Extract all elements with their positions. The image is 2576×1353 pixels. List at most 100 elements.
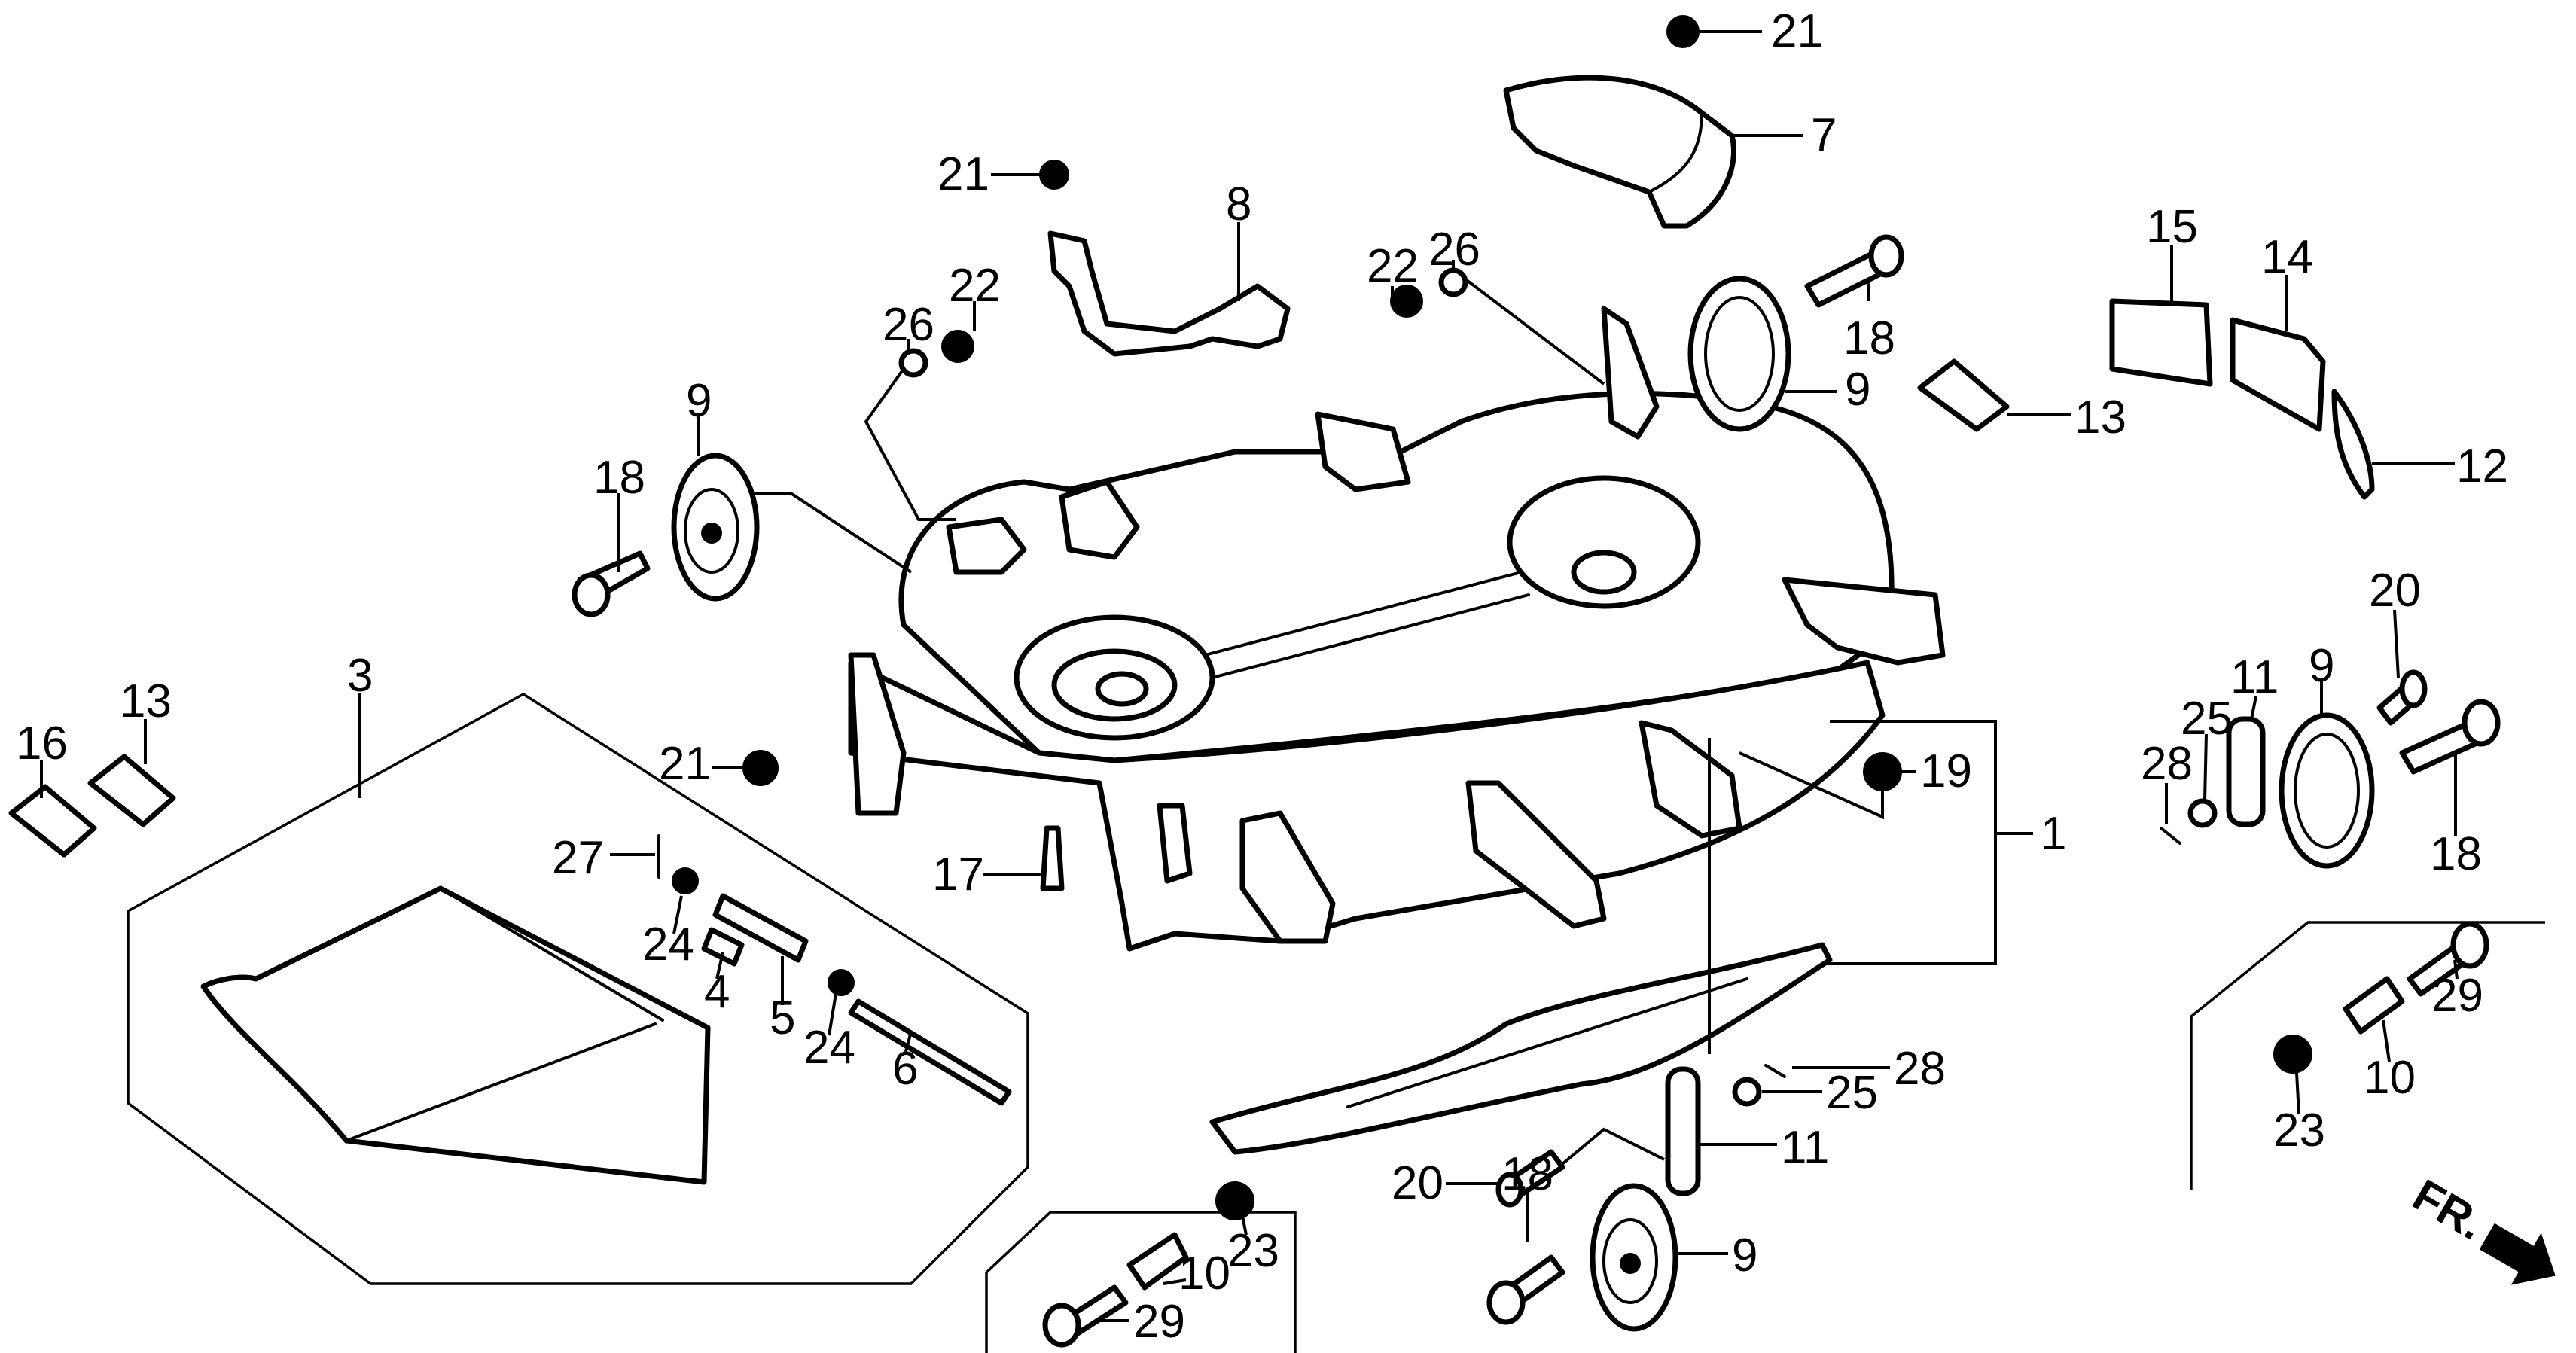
nut-21-top[interactable] xyxy=(1666,15,1700,48)
callout-13: 13 xyxy=(2075,392,2126,443)
wheel-plate-bottom[interactable] xyxy=(1665,1066,1701,1196)
callout-26: 26 xyxy=(883,299,934,351)
gauge-wheel-top-right[interactable] xyxy=(1687,276,1791,432)
nut-21-chute[interactable] xyxy=(742,750,779,786)
belt-guide-bracket[interactable] xyxy=(1047,230,1291,357)
callout-10: 10 xyxy=(1178,1248,1230,1300)
nut-19[interactable] xyxy=(1863,752,1902,791)
label-decal-16[interactable] xyxy=(8,784,97,858)
chute-group-outline xyxy=(127,692,1029,1285)
callout-26: 26 xyxy=(1428,224,1480,276)
nut-23-right[interactable] xyxy=(2273,1035,2312,1074)
bolt-29-right[interactable] xyxy=(2407,921,2489,997)
callout-9: 9 xyxy=(1732,1230,1757,1281)
callout-27: 27 xyxy=(552,832,604,884)
deck-baffle[interactable] xyxy=(1209,942,1833,1155)
callout-6: 6 xyxy=(892,1043,918,1095)
callout-13: 13 xyxy=(120,675,172,727)
callout-18: 18 xyxy=(1501,1148,1553,1200)
label-decal-13-right[interactable] xyxy=(1917,358,2010,432)
bolt-17[interactable] xyxy=(1040,825,1065,891)
wheel-bolt-18-top[interactable] xyxy=(1804,234,1904,308)
callout-11: 11 xyxy=(2230,651,2279,703)
callout-bracket-1 xyxy=(1822,720,1997,965)
callout-labels: 21 7 21 8 22 26 22 26 18 9 15 14 13 12 9… xyxy=(16,5,2508,1348)
callout-23: 23 xyxy=(1227,1225,1279,1277)
pin-20-bottom[interactable] xyxy=(1495,1149,1565,1208)
callout-20: 20 xyxy=(2369,565,2421,617)
callout-21: 21 xyxy=(937,148,989,200)
callout-9: 9 xyxy=(2309,640,2334,692)
callout-4: 4 xyxy=(704,966,730,1018)
callout-1: 1 xyxy=(2041,808,2066,860)
callout-28: 28 xyxy=(2141,738,2193,790)
pulley-cover[interactable] xyxy=(1503,75,1736,229)
washer-24-a[interactable] xyxy=(672,867,699,894)
callout-24: 24 xyxy=(642,919,694,971)
callout-25: 25 xyxy=(2181,693,2233,745)
collar-5[interactable] xyxy=(712,893,809,963)
gauge-wheel-left[interactable] xyxy=(671,453,760,602)
gauge-wheel-bottom[interactable] xyxy=(1590,1183,1678,1332)
callout-9: 9 xyxy=(686,375,712,427)
callout-15: 15 xyxy=(2146,201,2198,253)
callout-18: 18 xyxy=(1843,312,1895,364)
front-direction-label: FR. xyxy=(2405,1169,2493,1249)
callout-12: 12 xyxy=(2456,440,2508,492)
callout-18: 18 xyxy=(2430,828,2482,880)
callout-3: 3 xyxy=(347,650,373,702)
bolt-29-bottom[interactable] xyxy=(1042,1284,1129,1348)
washer-26-left[interactable] xyxy=(898,348,928,378)
callout-17: 17 xyxy=(932,849,984,900)
wheel-bolt-18-left[interactable] xyxy=(572,550,651,617)
gauge-wheel-right[interactable] xyxy=(2279,712,2375,869)
washer-25-right[interactable] xyxy=(2187,798,2218,828)
callout-21: 21 xyxy=(659,738,711,790)
leader-lines xyxy=(40,30,2459,1322)
pin-20-right[interactable] xyxy=(2376,669,2428,726)
chute-shaft-6[interactable] xyxy=(848,998,1012,1106)
front-direction-marker: FR. xyxy=(2405,1169,2556,1285)
discharge-chute[interactable] xyxy=(200,885,711,1185)
label-decal-15[interactable] xyxy=(2109,298,2213,387)
washer-24-b[interactable] xyxy=(828,969,855,996)
nut-21-upper-left[interactable] xyxy=(1039,160,1069,190)
label-decal-13-left[interactable] xyxy=(87,754,176,827)
callout-22: 22 xyxy=(1367,240,1419,292)
callout-8: 8 xyxy=(1226,178,1251,230)
callout-24: 24 xyxy=(803,1022,855,1074)
wheel-bolt-18-bottom[interactable] xyxy=(1486,1254,1565,1325)
wheel-plate-right[interactable] xyxy=(2226,716,2266,827)
front-direction-arrow-icon xyxy=(2479,1223,2556,1285)
wheel-bolt-18-right[interactable] xyxy=(2399,699,2501,775)
callout-22: 22 xyxy=(949,260,1001,312)
label-decal-12[interactable] xyxy=(2331,389,2375,500)
callout-16: 16 xyxy=(16,718,68,769)
callout-28: 28 xyxy=(1894,1043,1946,1095)
callout-19: 19 xyxy=(1920,745,1972,797)
callout-18: 18 xyxy=(593,452,645,504)
nut-23-bottom[interactable] xyxy=(1215,1181,1254,1220)
callout-29: 29 xyxy=(2431,970,2483,1022)
callout-25: 25 xyxy=(1826,1067,1878,1119)
callout-7: 7 xyxy=(1811,109,1837,161)
hardware-group-outline-right xyxy=(2190,921,2545,1190)
clip-28-bottom[interactable] xyxy=(1764,1064,1786,1078)
callout-11: 11 xyxy=(1781,1122,1829,1174)
callout-29: 29 xyxy=(1133,1296,1185,1348)
washer-25-bottom[interactable] xyxy=(1732,1077,1762,1107)
callout-21: 21 xyxy=(1771,5,1823,57)
callout-14: 14 xyxy=(2261,231,2313,283)
nut-22-left[interactable] xyxy=(941,330,974,363)
clip-28-right[interactable] xyxy=(2160,827,2181,845)
collar-10-bottom[interactable] xyxy=(1126,1232,1189,1291)
label-decal-14[interactable] xyxy=(2230,317,2326,432)
deck-housing[interactable] xyxy=(848,306,1946,952)
callout-23: 23 xyxy=(2273,1105,2325,1156)
spring-4[interactable] xyxy=(701,927,745,967)
collar-10-right[interactable] xyxy=(2343,976,2405,1035)
callout-5: 5 xyxy=(770,992,795,1044)
callout-9: 9 xyxy=(1845,364,1870,416)
callout-10: 10 xyxy=(2364,1052,2416,1104)
